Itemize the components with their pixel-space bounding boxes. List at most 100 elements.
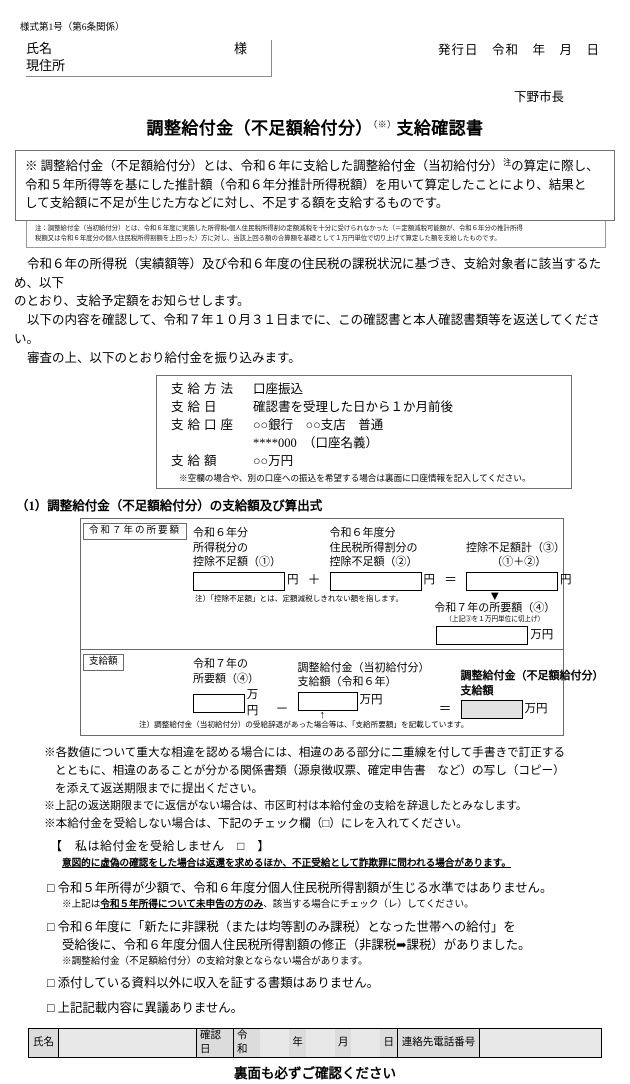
payment-label: 支給口座: [171, 418, 238, 433]
input-deduction-shortfall-2[interactable]: [329, 571, 422, 591]
calc-table-1-tag: 令和７年の所要額: [83, 523, 188, 541]
output-shortfall-payment: [460, 700, 523, 720]
payment-row: 支給額 ○○万円: [157, 453, 571, 471]
calc-col1-line3: 控除不足額（①）: [193, 556, 281, 569]
payment-label: 支給方法: [171, 382, 238, 397]
payment-value: ****000 （口座名義）: [253, 436, 379, 451]
checkbox-1-label: □ 令和５年所得が少額で、令和６年度分個人住民税所得割額が生じる水準ではありませ…: [47, 880, 553, 895]
bullet-1-line1: ※各数値について重大な相違を認める場合には、相違のある部分に二重線を付して手書き…: [44, 745, 566, 759]
checkbox-4-label: □ 上記記載内容に異議ありません。: [47, 1001, 244, 1016]
unit-manen-2: 万円: [246, 689, 259, 717]
checkbox-item-4[interactable]: □ 上記記載内容に異議ありません。: [47, 1000, 616, 1018]
calc-table-payment-amount: 支給額 令和７年の 所要額（④） 万円 － 調整給付金（当初給付分） 支給額（令…: [81, 649, 604, 734]
era-label: 令和: [234, 1029, 261, 1058]
down-arrow-icon: ▼: [488, 587, 502, 603]
month-blank[interactable]: [305, 1029, 335, 1058]
footnote-line-1: 注：調整給付金（当初給付分）とは、令和６年度に実施した所得税・個人住民税所得割の…: [35, 225, 523, 233]
issue-date: 発行日 令和 年 月 日: [437, 42, 600, 57]
day-blank[interactable]: [351, 1029, 381, 1058]
calc2-col-result: 調整給付金（不足額給付分） 支給額 万円: [460, 669, 604, 720]
payment-row: 支給方法 口座振込: [157, 381, 571, 399]
calc-table-2-tag: 支給額: [83, 654, 124, 672]
input-required-amount-ref[interactable]: [193, 694, 245, 714]
notice-bullets: ※各数値について重大な相違を認める場合には、相違のある部分に二重線を付して手書き…: [44, 744, 616, 833]
calc-col2-line1: 令和６年度分: [329, 527, 396, 540]
input-deduction-total-3[interactable]: [466, 571, 559, 591]
issuer-mayor: 下野市長: [513, 89, 564, 104]
body-p3: 審査の上、以下のとおり給付金を振り込みます。: [27, 350, 301, 365]
title-main: 調整給付金（不足額給付分）: [146, 118, 373, 138]
section-1-heading: （1）調整給付金（不足額給付分）の支給額及び算出式: [16, 499, 323, 514]
name-label: 氏名: [26, 40, 53, 56]
calc2-col3-line1: 調整給付金（不足額給付分）: [460, 670, 604, 683]
address-label: 現住所: [26, 57, 271, 77]
note-line-1: ※ 調整給付金（不足額給付分）とは、令和６年に支給した調整給付金（当初給付分）: [25, 158, 504, 173]
checkbox-item-2[interactable]: □ 令和６年度に「新たに非課税（または均等割のみ課税）となった世帯への給付」を …: [47, 919, 616, 969]
year-blank[interactable]: [260, 1029, 290, 1058]
calc-col-total: 控除不足額計（③） （①＋②） 円: [466, 527, 572, 591]
checkbox-1-underline: 令和５年所得について未申告の方のみ: [100, 898, 264, 910]
bullet-1-line3: を添えて返送期限までに提出ください。: [55, 781, 264, 795]
year-label: 年: [289, 1029, 306, 1058]
day-label: 日: [380, 1029, 397, 1058]
payment-note: ※空欄の場合や、別の口座への振込を希望する場合は裏面に口座情報を記入してください…: [179, 472, 531, 483]
input-initial-payment[interactable]: [297, 691, 358, 711]
unit-yen-3: 円: [560, 574, 572, 587]
checkbox-list: □ 令和５年所得が少額で、令和６年度分個人住民税所得割額が生じる水準ではありませ…: [47, 880, 616, 1019]
note-line-2: 令和５年所得等を基にした推計額（令和６年分推計所得税額）を用いて算定したことによ…: [25, 177, 587, 192]
bullet-1-line2: とともに、相違のあることが分かる関係書類（源泉徴収票、確定申告書 など）の写し（…: [55, 763, 565, 777]
calc-col2-line2: 住民税所得割分の: [329, 541, 418, 554]
calc-col1-line1: 令和６年分: [193, 527, 248, 540]
name-honorific: 様: [233, 40, 247, 56]
payment-row: 支給口座 ○○銀行 ○○支店 普通: [157, 417, 571, 435]
input-deduction-shortfall-1[interactable]: [193, 571, 285, 591]
input-required-amount-4[interactable]: [436, 626, 529, 646]
payment-value: ○○万円: [253, 453, 294, 468]
footer-message: 裏面も必ずご確認ください: [234, 1066, 396, 1082]
operator-equals-2: ＝: [438, 700, 452, 716]
checkbox-item-1[interactable]: □ 令和５年所得が少額で、令和６年度分個人住民税所得割額が生じる水準ではありませ…: [47, 880, 616, 912]
calc-col-resident-tax: 令和６年度分 住民税所得割分の 控除不足額（②） 円: [329, 526, 435, 591]
footnote-box: 注：調整給付金（当初給付分）とは、令和６年度に実施した所得税・個人住民税所得割の…: [26, 221, 606, 248]
note-ref-mark: 注: [503, 157, 512, 167]
calc-col-income-tax: 令和６年分 所得税分の 控除不足額（①） 円: [193, 526, 299, 591]
signature-name-label: 氏名: [29, 1029, 59, 1058]
note-line-3: して支給額に不足が生じた方などに対し、不足する額を支給するものです。: [25, 196, 449, 211]
checkbox-1-subnote: ※上記は令和５年所得について未申告の方のみ、該当する場合にチェック（レ）してくだ…: [62, 898, 474, 910]
confirm-date-input[interactable]: 令和 年 月 日: [234, 1029, 398, 1058]
definition-note-box: ※ 調整給付金（不足額給付分）とは、令和６年に支給した調整給付金（当初給付分）注…: [15, 149, 615, 222]
unit-manen-1: 万円: [530, 629, 554, 642]
calc-result-label: 令和７年の所要額（④）: [434, 602, 556, 615]
unit-manen-3: 万円: [359, 694, 383, 707]
form-number: 様式第1号（第6条関係）: [20, 23, 125, 33]
checkbox-2-label-line1: □ 令和６年度に「新たに非課税（または均等割のみ課税）となった世帯への給付」を: [47, 919, 516, 934]
calc-result-subnote: （上記③を１万円単位に切上げ）: [445, 615, 545, 623]
calc-col1-line2: 所得税分の: [193, 541, 248, 554]
calc-col3-line1: 控除不足額計（③）: [466, 541, 566, 554]
form-page: 様式第1号（第6条関係） 氏名 様 現住所 発行日 令和 年 月 日 下野市長 …: [0, 22, 630, 1081]
page-title: 調整給付金（不足額給付分）（※）支給確認書: [14, 118, 616, 141]
payment-value: 確認書を受理した日から１か月前後: [253, 400, 454, 415]
checkbox-3-label: □ 添付している資料以外に収入を証する書類はありません。: [47, 976, 379, 991]
calc2-col-required: 令和７年の 所要額（④） 万円: [193, 657, 267, 719]
signature-name-input[interactable]: [59, 1029, 197, 1058]
unit-yen-1: 円: [287, 574, 299, 587]
title-superscript: （※）: [372, 119, 397, 130]
bullet-2: ※上記の返送期限までに返信がない場合は、市区町村は本給付金の支給を辞退したとみな…: [44, 799, 527, 812]
recipient-name-block: 氏名 様 現住所: [20, 39, 272, 77]
phone-input[interactable]: [480, 1029, 601, 1058]
body-p2: 以下の内容を確認して、令和７年１０月３１日までに、この確認書と本人確認書類等を返…: [14, 313, 600, 346]
calc2-col2-line1: 調整給付金（当初給付分）: [297, 661, 430, 674]
checkbox-2-subnote: ※調整給付金（不足額給付分）の支給対象とならない場合があります。: [62, 955, 368, 967]
checkbox-item-3[interactable]: □ 添付している資料以外に収入を証する書類はありません。: [47, 975, 616, 993]
decline-declaration[interactable]: 【 私は給付金を受給しません □ 】: [50, 838, 270, 853]
phone-label: 連絡先電話番号: [398, 1029, 480, 1058]
calc-table-required-amount: 令和７年の所要額 令和６年分 所得税分の 控除不足額（①） 円 ＋ 令和６年度分…: [81, 519, 572, 649]
payment-label: [171, 435, 253, 452]
calculation-tables: 令和７年の所要額 令和６年分 所得税分の 控除不足額（①） 円 ＋ 令和６年度分…: [80, 518, 604, 736]
operator-equals-1: ＝: [444, 572, 458, 588]
unit-manen-4: 万円: [524, 703, 548, 716]
note-line-1-end: の算定に際し、: [511, 158, 599, 173]
payment-value: 口座振込: [253, 382, 304, 397]
confirm-date-label: 確認日: [197, 1029, 234, 1058]
